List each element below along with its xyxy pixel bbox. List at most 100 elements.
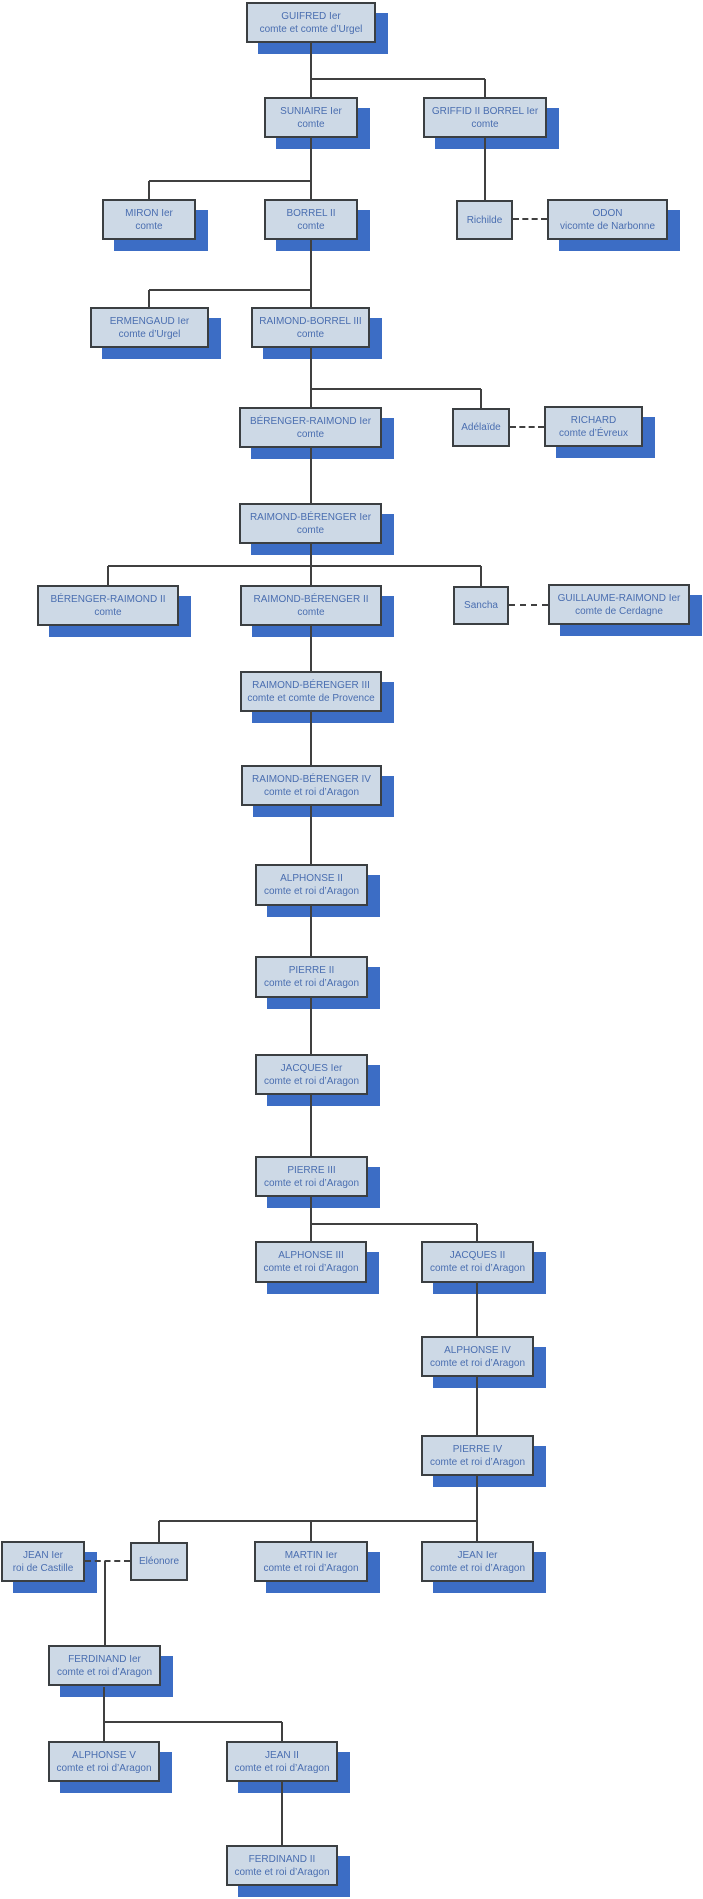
person-name: RAIMOND-BÉRENGER Ier <box>249 511 372 523</box>
marriage-dashed-line <box>510 426 544 428</box>
person-name: JEAN Ier <box>22 1549 63 1561</box>
person-title: comte et comte d’Urgel <box>259 23 363 35</box>
person-name: PIERRE IV <box>452 1443 503 1455</box>
person-title: comte et roi d’Aragon <box>429 1263 526 1274</box>
person-title: comte et roi d’Aragon <box>263 978 360 989</box>
person-name: RAIMOND-BÉRENGER II <box>253 593 369 605</box>
connector-vertical <box>310 1095 312 1156</box>
connector-vertical <box>107 566 109 585</box>
person-name: JACQUES Ier <box>280 1062 343 1074</box>
connector-vertical <box>310 906 312 956</box>
person-name: ODON <box>592 207 623 219</box>
person-title: comte <box>296 328 325 340</box>
connector-vertical <box>480 566 482 586</box>
connector-vertical <box>310 240 312 307</box>
connector-vertical <box>484 79 486 97</box>
connector-vertical <box>310 348 312 407</box>
connector-vertical <box>310 448 312 503</box>
person-name: MIRON Ier <box>125 207 173 219</box>
person-title: comte de Cerdagne <box>575 605 663 617</box>
connector-vertical <box>310 626 312 671</box>
person-name: RAIMOND-BÉRENGER III <box>252 679 370 691</box>
person-title: comte <box>296 524 325 536</box>
person-name: PIERRE III <box>287 1164 336 1176</box>
person-title: comte et roi d’Aragon <box>429 1357 526 1369</box>
person-title: comte <box>471 118 499 130</box>
person-title: comte et comte de Provence <box>247 692 375 704</box>
connector-vertical <box>310 806 312 864</box>
person-name: RAIMOND-BORREL III <box>259 315 362 327</box>
person-name: GUIFRED Ier <box>281 10 341 22</box>
person-name: Sancha <box>464 600 498 611</box>
person-name: FERDINAND Ier <box>68 1653 141 1665</box>
person-name: RAIMOND-BÉRENGER IV <box>252 773 371 785</box>
person-title: comte <box>94 606 122 618</box>
connector-horizontal <box>311 78 485 80</box>
person-name: JEAN Ier <box>457 1549 498 1561</box>
person-title: vicomte de Narbonne <box>559 220 656 232</box>
person-name: GRIFFID II BORREL Ier <box>431 105 539 117</box>
person-name: JACQUES II <box>449 1250 506 1261</box>
connector-vertical <box>310 998 312 1054</box>
person-title: comte et roi d’Aragon <box>56 1762 152 1774</box>
person-title: roi de Castille <box>12 1562 74 1574</box>
person-name: BÉRENGER-RAIMOND II <box>50 593 166 605</box>
person-node-richilde: Richilde <box>456 200 513 240</box>
connector-vertical <box>281 1722 283 1741</box>
person-title: comte et roi d’Aragon <box>234 1866 330 1878</box>
person-node-eleonore: Eléonore <box>130 1542 188 1581</box>
person-title: comte <box>297 606 325 618</box>
connector-vertical <box>476 1283 478 1336</box>
person-name: SUNIAIRE Ier <box>280 105 342 117</box>
marriage-dashed-line <box>85 1560 130 1562</box>
connector-horizontal <box>108 565 481 567</box>
connector-vertical <box>103 1687 105 1741</box>
marriage-dashed-line <box>513 218 547 220</box>
connector-vertical <box>281 1782 283 1845</box>
person-node-pierre-2: PIERRE II comte et roi d’Aragon <box>255 956 368 998</box>
person-title: comte <box>297 118 325 130</box>
person-name: Adélaïde <box>461 422 501 433</box>
connector-vertical <box>476 1224 478 1241</box>
connector-vertical <box>480 389 482 408</box>
connector-vertical <box>476 1476 478 1541</box>
person-title: comte et roi d’Aragon <box>429 1456 526 1468</box>
person-title: comte <box>297 220 325 232</box>
person-title: comte et roi d’Aragon <box>429 1562 526 1574</box>
person-title: comte <box>296 428 325 440</box>
connector-horizontal <box>149 289 311 291</box>
person-title: comte et roi d’Aragon <box>263 886 360 897</box>
person-title: comte et roi d’Aragon <box>263 1263 359 1274</box>
person-title: comte et roi d’Aragon <box>263 1562 359 1574</box>
person-name: BÉRENGER-RAIMOND Ier <box>249 415 372 427</box>
connector-vertical <box>310 1197 312 1241</box>
person-title: comte et roi d’Aragon <box>56 1666 153 1678</box>
person-name: ALPHONSE IV <box>444 1344 511 1356</box>
person-name: ALPHONSE V <box>72 1749 136 1761</box>
person-name: BORREL II <box>286 207 336 219</box>
person-node-sancha: Sancha <box>453 586 509 625</box>
person-name: PIERRE II <box>288 965 335 976</box>
